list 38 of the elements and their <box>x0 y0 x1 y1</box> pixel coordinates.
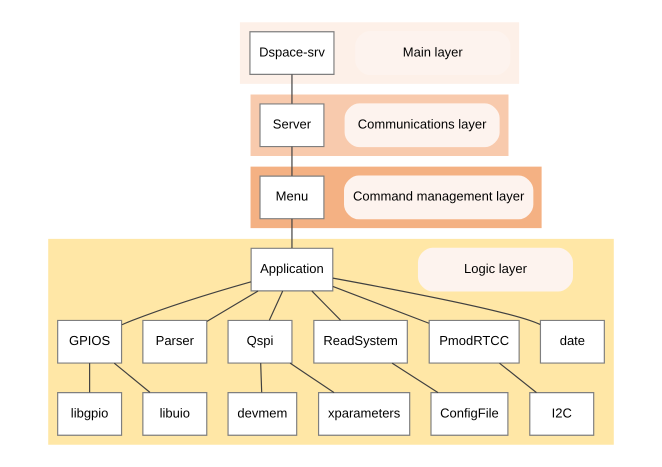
connector <box>206 290 258 322</box>
cluster <box>250 94 508 156</box>
connector <box>268 290 284 320</box>
connector <box>291 146 293 176</box>
node-box: ConfigFile <box>430 392 508 436</box>
connector <box>291 218 293 248</box>
node-box: Qspi <box>227 320 293 364</box>
node-box: devmem <box>227 392 298 436</box>
node-box: Server <box>259 103 324 148</box>
node-box: ReadSystem <box>313 320 408 364</box>
node-box: I2C <box>529 392 594 436</box>
node-box: xparameters <box>318 392 410 436</box>
node-box: Dspace-srv <box>249 31 335 75</box>
connector <box>290 362 334 394</box>
node-box: Application <box>250 248 334 292</box>
connector <box>260 363 262 392</box>
cluster <box>240 22 520 84</box>
node-box: date <box>540 320 605 364</box>
cluster <box>250 166 542 228</box>
node-box: Menu <box>259 176 324 220</box>
node-box: libgpio <box>57 392 122 436</box>
connector <box>89 363 90 392</box>
node-box: PmodRTCC <box>428 320 520 364</box>
connector <box>392 362 438 394</box>
node-box: Communications layer <box>344 103 500 148</box>
node-box: GPIOS <box>57 320 122 364</box>
cluster <box>48 238 614 445</box>
node-box: Command management layer <box>344 176 534 220</box>
node-box: libuio <box>142 392 208 436</box>
node-box: Parser <box>142 320 208 364</box>
connector <box>499 362 537 394</box>
node-box: Logic layer <box>418 248 573 292</box>
connector <box>291 74 293 104</box>
connector <box>332 278 540 325</box>
connector <box>311 290 341 321</box>
connector <box>332 286 430 324</box>
connector <box>122 281 252 326</box>
connector <box>114 362 150 393</box>
